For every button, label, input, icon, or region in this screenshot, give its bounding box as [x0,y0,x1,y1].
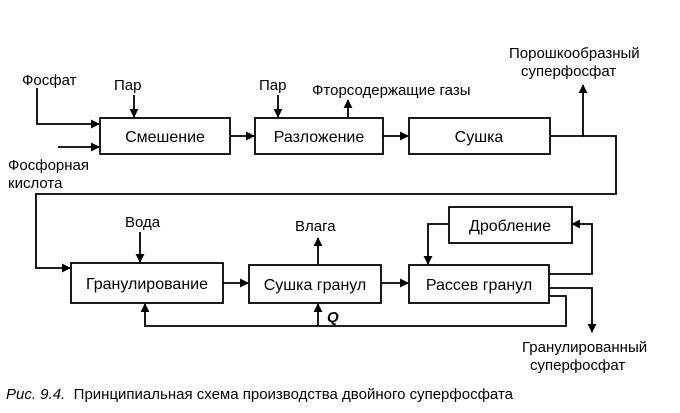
step-granulation: Гранулирование [70,262,224,304]
drying-to-granulation-line [35,135,617,273]
output-granulated-superphosphate-label-2: суперфосфат [530,357,625,374]
input-phosphate-label: Фосфат [22,72,77,89]
step-granule-screening: Рассев гранул [408,264,550,304]
input-steam-2-label: Пар [259,77,286,94]
step-mixing-label: Смешение [125,129,205,146]
heat-label: Q [327,309,339,326]
figure-caption: Рис. 9.4. Принципиальная схема производс… [6,386,514,403]
step-granule-drying: Сушка гранул [248,264,382,304]
output-powder-superphosphate-label-1: Порошкообразный [509,45,640,62]
output-powder-superphosphate-label-2: суперфосфат [521,63,616,80]
input-water-label: Вода [125,214,161,231]
step-decomposition-label: Разложение [274,129,365,146]
output-fluorine-gases-label: Фторсодержащие газы [312,82,471,99]
crushing-to-screening-line [423,223,448,265]
output-granulated-superphosphate-label-1: Гранулированный [522,339,647,356]
step-granule-drying-label: Сушка гранул [264,277,367,294]
step-decomposition: Разложение [254,117,384,155]
powder-superphosphate-flow-line [550,84,588,137]
screening-to-crushing-line [549,219,593,275]
figure-caption-text: Принципиальная схема производства двойно… [74,386,514,403]
output-moisture-label: Влага [295,218,336,235]
granulated-superphosphate-flow-line [549,287,597,333]
step-crushing: Дробление [448,206,573,244]
step-crushing-label: Дробление [469,218,551,235]
step-drying: Сушка [408,117,551,155]
phosphate-flow-line [36,88,100,129]
step-granule-screening-label: Рассев гранул [426,277,532,294]
step-drying-label: Сушка [455,129,504,146]
step-mixing: Смешение [99,117,231,155]
figure-caption-number: Рис. 9.4. [6,386,65,403]
step-granulation-label: Гранулирование [86,276,208,293]
recycle-to-granulation-line [140,295,567,327]
input-phosphoric-acid-label-1: Фосфорная [8,157,89,174]
input-phosphoric-acid-label-2: кислота [8,175,63,192]
input-steam-1-label: Пар [114,77,141,94]
